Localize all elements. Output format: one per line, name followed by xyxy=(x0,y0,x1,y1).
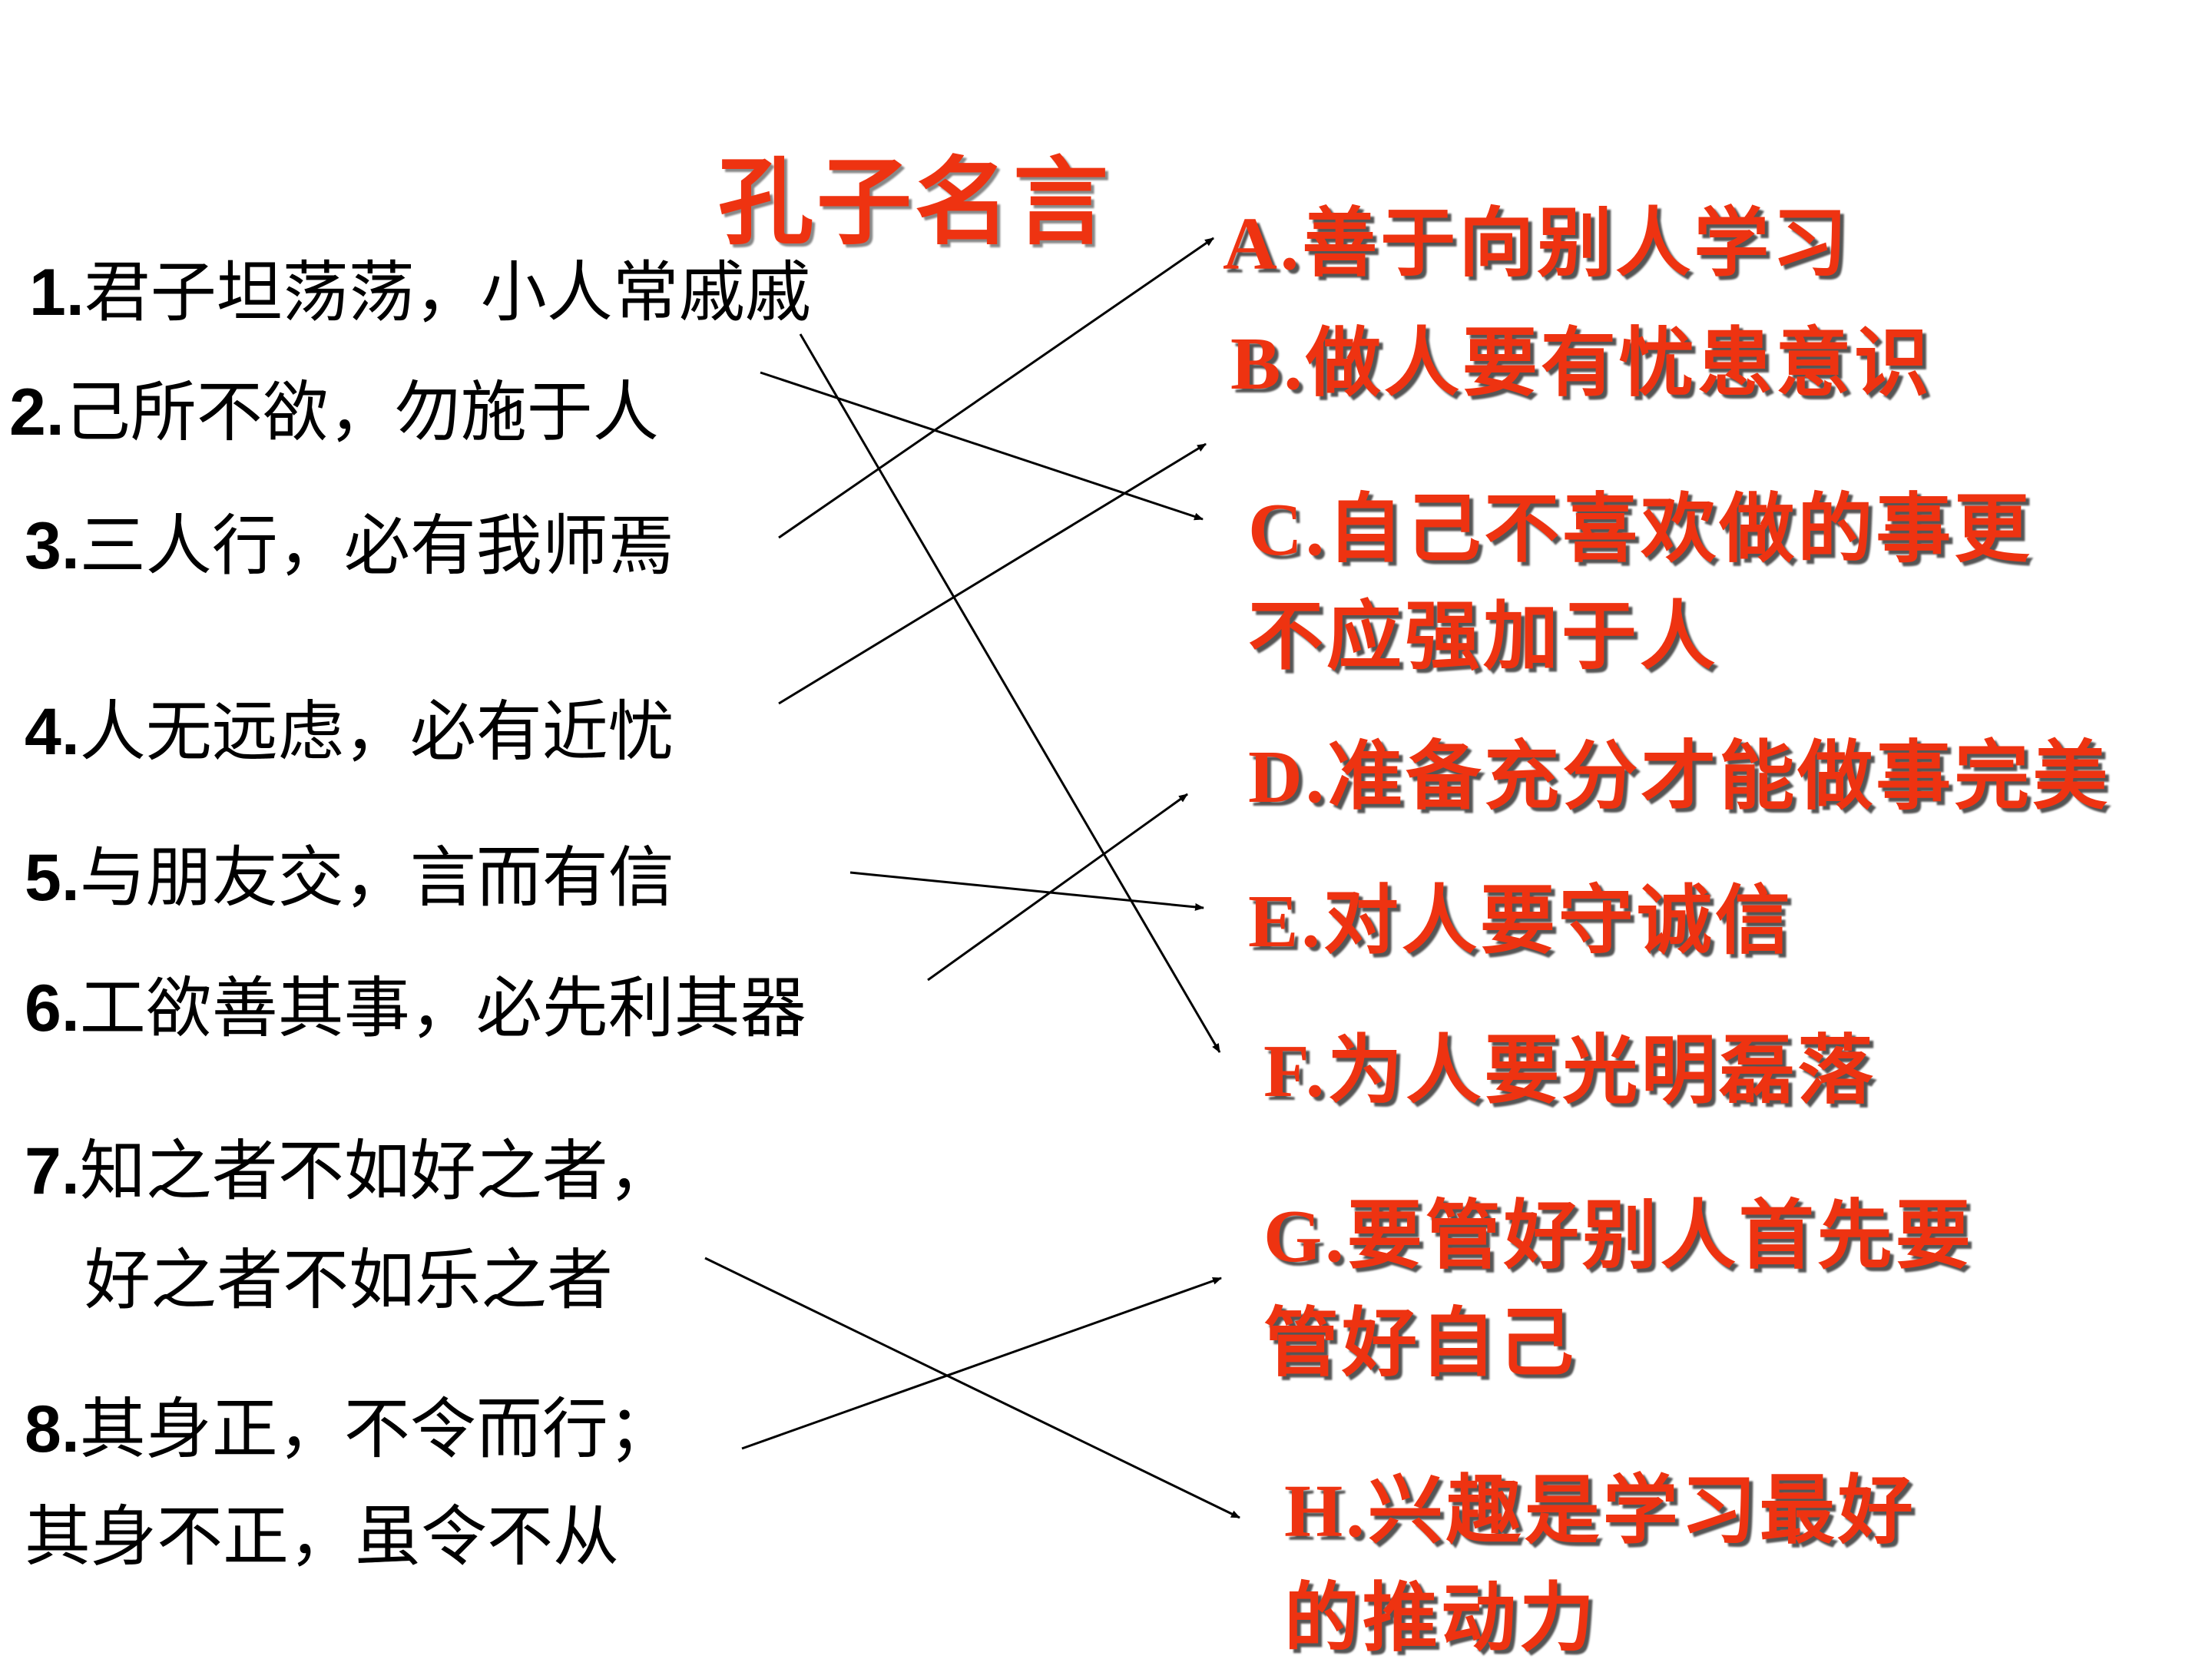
quote-3-label: 3. xyxy=(25,509,80,583)
quote-6-label: 6. xyxy=(25,972,80,1045)
meaning-4-text: 准备充分才能做事完美 xyxy=(1327,732,2111,820)
quote-3-text: 三人行，必有我师焉 xyxy=(79,508,674,584)
quote-7-line-1: 7.知之者不如好之者， xyxy=(25,1138,674,1204)
meaning-8-line-1: H.兴趣是学习最好 xyxy=(1284,1473,1916,1550)
meaning-8-text: 兴趣是学习最好 xyxy=(1367,1466,1916,1555)
quote-2-line-1: 2.己所不欲，勿施于人 xyxy=(9,379,659,445)
meaning-4-line-1: D.准备充分才能做事完美 xyxy=(1248,739,2111,816)
arrow-2-to-c xyxy=(760,371,1204,521)
quote-1-label: 1. xyxy=(29,256,84,329)
arrow-3-to-a xyxy=(778,237,1214,539)
arrow-6-to-d xyxy=(927,793,1188,982)
meaning-3-line-2: 不应强加于人 xyxy=(1248,599,1718,674)
quote-7-line-2: 好之者不如乐之者 xyxy=(84,1247,613,1313)
meaning-3-line-1: C.自己不喜欢做的事更 xyxy=(1248,492,2032,568)
meaning-8-label: H. xyxy=(1284,1470,1368,1553)
meaning-7-text: 管好自己 xyxy=(1263,1299,1578,1387)
meaning-3-text: 不应强加于人 xyxy=(1248,592,1719,680)
quote-7-text: 好之者不如乐之者 xyxy=(84,1242,613,1319)
arrow-5-to-e xyxy=(849,871,1204,911)
meaning-5-label: E. xyxy=(1248,880,1323,963)
meaning-7-line-2: 管好自己 xyxy=(1263,1306,1577,1381)
arrow-7-to-h xyxy=(704,1257,1240,1519)
quote-1-text: 君子坦荡荡，小人常戚戚 xyxy=(84,254,811,331)
quote-6-text: 工欲善其事，必先利其器 xyxy=(79,970,806,1047)
meaning-7-line-1: G.要管好别人首先要 xyxy=(1263,1198,1974,1275)
meaning-1-line-1: A.善于向别人学习 xyxy=(1223,206,1850,283)
quote-2-label: 2. xyxy=(9,376,65,449)
quote-3-line-1: 3.三人行，必有我师焉 xyxy=(25,513,674,579)
quote-8-text: 其身正，不令而行； xyxy=(79,1391,674,1468)
meaning-5-text: 对人要守诚信 xyxy=(1323,876,1793,965)
arrow-4-to-b xyxy=(778,442,1207,705)
meaning-6-label: F. xyxy=(1263,1030,1328,1113)
meaning-8-text: 的推动力 xyxy=(1284,1574,1598,1659)
meaning-7-text: 要管好别人首先要 xyxy=(1346,1191,1974,1280)
meaning-6-line-1: F.为人要光明磊落 xyxy=(1263,1033,1876,1110)
meaning-2-text: 做人要有忧患意识 xyxy=(1305,319,1932,407)
quote-5-line-1: 5.与朋友交，言而有信 xyxy=(25,845,674,911)
meaning-2-label: B. xyxy=(1230,323,1306,406)
meaning-5-line-1: E.对人要守诚信 xyxy=(1248,883,1793,960)
quote-4-text: 人无远虑，必有近忧 xyxy=(79,694,674,770)
meaning-8-line-2: 的推动力 xyxy=(1284,1581,1598,1656)
meaning-3-text: 自己不喜欢做的事更 xyxy=(1327,485,2033,573)
slide-title: 孔子名言 xyxy=(718,147,1112,258)
quote-8-line-2: 其身不正，虽令不从 xyxy=(25,1504,619,1570)
meaning-3-label: C. xyxy=(1248,488,1328,571)
quote-6-line-1: 6.工欲善其事，必先利其器 xyxy=(25,975,806,1041)
quote-7-label: 7. xyxy=(25,1134,80,1208)
meaning-1-text: 善于向别人学习 xyxy=(1302,199,1851,287)
quote-8-line-1: 8.其身正，不令而行； xyxy=(25,1396,674,1462)
quote-8-text: 其身不正，虽令不从 xyxy=(25,1498,619,1575)
arrow-1-to-f xyxy=(799,333,1221,1053)
meaning-7-label: G. xyxy=(1263,1195,1347,1278)
quote-8-label: 8. xyxy=(25,1392,80,1466)
quote-7-text: 知之者不如好之者， xyxy=(79,1133,674,1210)
meaning-1-label: A. xyxy=(1223,203,1303,286)
meaning-4-label: D. xyxy=(1248,736,1328,819)
quote-5-label: 5. xyxy=(25,841,80,915)
quote-2-text: 己所不欲，勿施于人 xyxy=(64,374,659,451)
meaning-2-line-1: B.做人要有忧患意识 xyxy=(1230,326,1932,402)
arrow-8-to-g xyxy=(741,1277,1222,1450)
quote-1-line-1: 1.君子坦荡荡，小人常戚戚 xyxy=(29,260,811,326)
quote-4-label: 4. xyxy=(25,695,80,769)
quote-4-line-1: 4.人无远虑，必有近忧 xyxy=(25,699,674,765)
quote-5-text: 与朋友交，言而有信 xyxy=(79,839,674,916)
meaning-6-text: 为人要光明磊落 xyxy=(1327,1026,1876,1114)
